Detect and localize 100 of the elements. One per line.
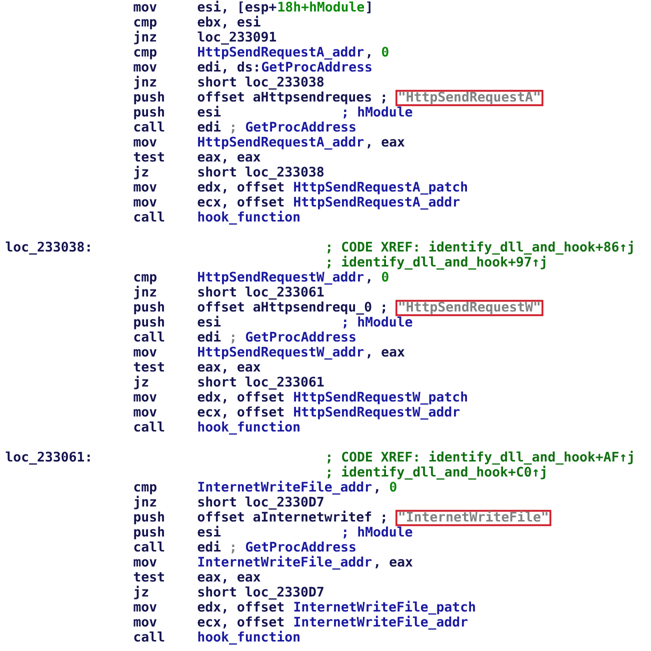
instruction-mnemonic: push bbox=[134, 316, 164, 330]
operand-text: HttpSendRequestW_patch bbox=[294, 391, 467, 405]
instruction-mnemonic: test bbox=[134, 362, 164, 372]
operand-text: hook_function bbox=[198, 210, 300, 225]
instruction-mnemonic: mov bbox=[134, 64, 157, 72]
operand-text: hook_function bbox=[198, 630, 300, 645]
instruction-mnemonic: jz bbox=[134, 166, 148, 180]
operand-text: HttpSendRequestA_addr bbox=[198, 136, 364, 150]
operand-text: GetProcAddress bbox=[246, 541, 356, 552]
instruction-mnemonic: cmp bbox=[134, 49, 156, 60]
instruction-mnemonic: push bbox=[134, 91, 164, 104]
instruction-mnemonic: jnz bbox=[134, 286, 156, 300]
operand-text: eax, eax bbox=[198, 574, 260, 584]
operand-text: HttpSendRequestW_addr bbox=[198, 346, 364, 360]
operand-text: eax, eax bbox=[198, 154, 260, 164]
operand-text: edx, offset bbox=[198, 601, 284, 614]
operand-text: short loc_233061 bbox=[198, 286, 324, 300]
instruction-mnemonic: push bbox=[134, 511, 164, 524]
operand-text: short loc_2330D7 bbox=[198, 496, 324, 510]
operand-text: GetProcAddress bbox=[246, 331, 356, 342]
instruction-mnemonic: mov bbox=[134, 409, 157, 417]
operand-text: ecx, offset bbox=[198, 406, 284, 418]
comment-text: ; hModule bbox=[344, 106, 412, 118]
operand-text: , eax bbox=[368, 139, 405, 148]
comment-text: ; CODE XREF: identify_dll_and_hook+AF↑j bbox=[328, 450, 633, 465]
operand-text: esi bbox=[198, 106, 221, 117]
operand-text: 0 bbox=[382, 272, 388, 282]
instruction-mnemonic: push bbox=[134, 301, 164, 314]
operand-text: , bbox=[376, 489, 378, 494]
comment-text: ; hModule bbox=[344, 316, 412, 328]
operand-text: HttpSendRequestW_addr bbox=[198, 271, 364, 285]
address-label: loc_233038: bbox=[6, 241, 90, 255]
instruction-mnemonic: call bbox=[134, 211, 164, 222]
operand-text: eax, eax bbox=[198, 364, 260, 374]
operand-text: edi, ds: bbox=[198, 60, 258, 74]
instruction-mnemonic: push bbox=[134, 526, 164, 540]
instruction-mnemonic: call bbox=[134, 631, 164, 642]
operand-text: 18h+hModule bbox=[278, 1, 364, 12]
instruction-mnemonic: jnz bbox=[134, 76, 156, 90]
instruction-mnemonic: mov bbox=[134, 394, 157, 402]
operand-text: esi bbox=[198, 316, 221, 327]
operand-text: ecx, offset bbox=[198, 616, 284, 628]
instruction-mnemonic: call bbox=[134, 331, 164, 342]
operand-text: esi bbox=[198, 526, 221, 537]
comment-text: ; CODE XREF: identify_dll_and_hook+86↑j bbox=[328, 240, 633, 255]
highlighted-string-box: "InternetWriteFile" bbox=[396, 510, 552, 526]
instruction-mnemonic: call bbox=[134, 121, 164, 132]
operand-text: short loc_2330D7 bbox=[198, 586, 324, 600]
instruction-mnemonic: jnz bbox=[134, 496, 156, 510]
operand-text: esi, [esp+ bbox=[198, 0, 276, 14]
operand-text: HttpSendRequestA_patch bbox=[294, 181, 467, 195]
instruction-mnemonic: call bbox=[134, 541, 164, 552]
comment-text: ; bbox=[232, 544, 234, 554]
instruction-mnemonic: jnz bbox=[134, 30, 156, 44]
operand-text: , eax bbox=[368, 349, 405, 358]
operand-text: edx, offset bbox=[198, 181, 284, 194]
instruction-mnemonic: mov bbox=[134, 559, 157, 567]
operand-text: InternetWriteFile_addr bbox=[198, 480, 372, 495]
operand-text: 0 bbox=[382, 46, 388, 57]
operand-text: , eax bbox=[376, 559, 413, 568]
operand-text: hook_function bbox=[198, 420, 300, 435]
instruction-mnemonic: jz bbox=[134, 586, 148, 600]
operand-text: ] bbox=[367, 1, 370, 14]
comment-text: ; identify_dll_and_hook+C0↑j bbox=[328, 466, 546, 480]
operand-text: ebx, esi bbox=[198, 16, 260, 28]
highlighted-string-box: "HttpSendRequestA" bbox=[396, 90, 544, 106]
comment-text: ; hModule bbox=[344, 526, 412, 538]
operand-text: short loc_233061 bbox=[198, 376, 324, 390]
address-label: loc_233061: bbox=[6, 451, 90, 465]
operand-text: InternetWriteFile_addr bbox=[198, 556, 372, 570]
operand-text: edi bbox=[198, 330, 221, 342]
instruction-mnemonic: mov bbox=[134, 604, 157, 612]
instruction-mnemonic: jz bbox=[134, 376, 148, 390]
instruction-mnemonic: call bbox=[134, 421, 164, 432]
instruction-mnemonic: mov bbox=[134, 139, 157, 147]
instruction-mnemonic: cmp bbox=[134, 484, 156, 494]
instruction-mnemonic: cmp bbox=[134, 274, 156, 284]
operand-text: , bbox=[368, 279, 370, 284]
operand-text: 0 bbox=[390, 482, 396, 492]
operand-text: edi bbox=[198, 540, 221, 552]
operand-text: InternetWriteFile_addr bbox=[294, 616, 468, 630]
comment-text: ; identify_dll_and_hook+97↑j bbox=[328, 256, 546, 270]
operand-text: GetProcAddress bbox=[246, 121, 356, 132]
instruction-mnemonic: mov bbox=[134, 349, 157, 357]
operand-text: HttpSendRequestW_addr bbox=[294, 406, 460, 420]
operand-text: InternetWriteFile_patch bbox=[294, 600, 475, 615]
instruction-mnemonic: mov bbox=[134, 199, 157, 207]
instruction-mnemonic: test bbox=[134, 572, 164, 582]
instruction-mnemonic: mov bbox=[134, 619, 157, 627]
instruction-mnemonic: test bbox=[134, 152, 164, 162]
operand-text: HttpSendRequestA_addr bbox=[198, 46, 364, 60]
operand-text: edi bbox=[198, 120, 221, 132]
operand-text: edx, offset bbox=[198, 391, 284, 404]
operand-text: HttpSendRequestA_addr bbox=[294, 196, 460, 210]
operand-text: short loc_233038 bbox=[198, 166, 324, 180]
operand-text: short loc_233038 bbox=[198, 76, 324, 90]
operand-text: loc_233091 bbox=[198, 31, 276, 45]
operand-text: ecx, offset bbox=[198, 196, 284, 208]
instruction-mnemonic: mov bbox=[134, 184, 157, 192]
instruction-mnemonic: cmp bbox=[134, 19, 156, 30]
